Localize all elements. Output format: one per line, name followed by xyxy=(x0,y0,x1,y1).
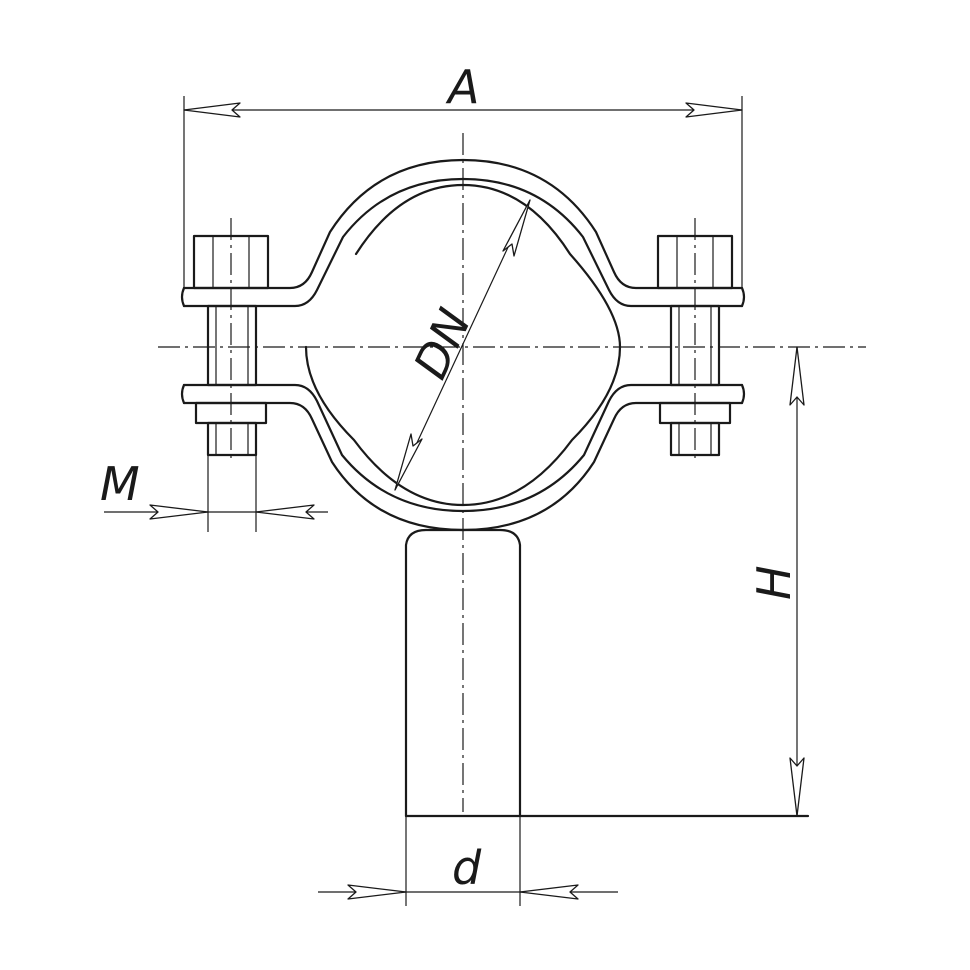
dimension-d: d xyxy=(318,816,618,906)
dim-h-top-arrow xyxy=(789,346,805,406)
dim-a-left-arrow xyxy=(183,102,241,118)
dim-a-label: A xyxy=(445,60,479,114)
left-upper-nut xyxy=(192,234,270,290)
right-upper-nut xyxy=(656,234,734,290)
dim-d-right-arrow xyxy=(519,884,579,900)
dim-a-right-arrow xyxy=(685,102,743,118)
dimension-m: M xyxy=(100,455,328,532)
right-bolt-assembly xyxy=(656,234,734,457)
left-lower-nut xyxy=(206,421,258,457)
dim-m-label: M xyxy=(100,457,140,511)
left-bolt-assembly xyxy=(192,234,270,457)
dim-d-left-arrow xyxy=(347,884,407,900)
right-lower-nut xyxy=(669,421,721,457)
dim-dn-lower-arrow xyxy=(394,433,423,491)
dimension-h: H xyxy=(747,346,805,817)
right-bolt-shank xyxy=(669,304,721,387)
dim-h-label: H xyxy=(747,565,801,600)
upper-clamp-band xyxy=(180,158,746,308)
threaded-rod xyxy=(404,528,810,818)
dim-dn-label: DN xyxy=(403,301,481,387)
dim-h-bottom-arrow xyxy=(789,757,805,817)
dim-dn-upper-arrow xyxy=(502,199,531,257)
dim-m-right-arrow xyxy=(255,504,315,520)
dimension-a: A xyxy=(183,60,743,288)
left-bolt-shank xyxy=(206,304,258,387)
dim-d-label: d xyxy=(452,841,482,895)
dim-m-left-arrow xyxy=(149,504,209,520)
center-lines xyxy=(158,133,866,812)
pipe-inner-contour xyxy=(304,183,622,507)
